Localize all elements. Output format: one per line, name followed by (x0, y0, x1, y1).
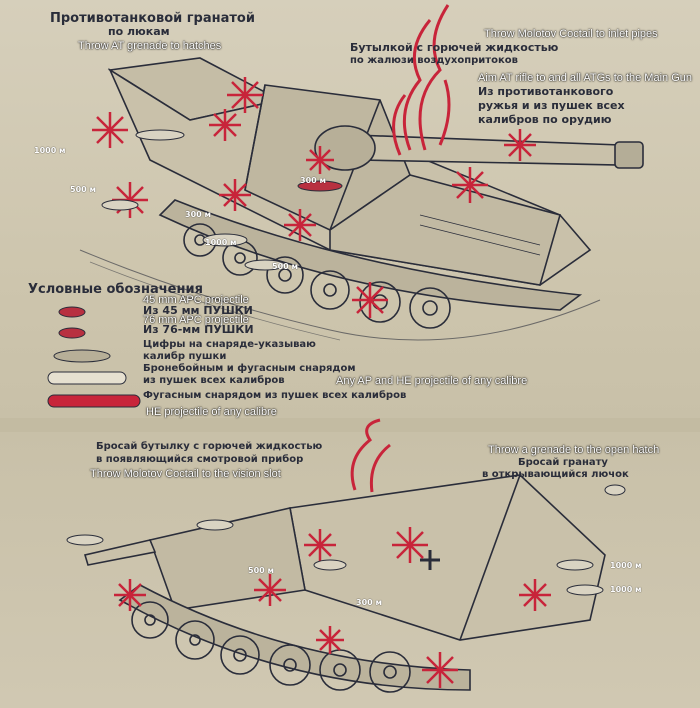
top-impact-bursts (92, 77, 536, 318)
range-label: 1000 м (34, 146, 66, 155)
legend-item-calibre-line2: калибр пушки (143, 351, 227, 362)
panel-divider (0, 418, 700, 432)
range-label: 300 м (185, 210, 212, 219)
range-label: 500 м (70, 185, 97, 194)
ru-vision-line2: в появляющийся смотровой прибор (96, 454, 304, 465)
range-label: 1000 м (610, 561, 642, 570)
legend-en-45mm: 45 mm APC projectile (143, 294, 249, 306)
legend-title: Условные обозначения (28, 282, 203, 297)
legend-item-aphe-line1: Бронебойным и фугасным снарядом (143, 363, 356, 374)
en-gun-caption: Aim AT rifle to and all ATGs to the Main… (478, 72, 692, 84)
ru-inlets-line2: по жалюзи воздухопритоков (350, 55, 518, 66)
range-label: 500 м (248, 566, 275, 575)
ru-gun-line1: Из противотанкового (478, 85, 614, 98)
ru-inlets-line1: Бутылкой с горючей жидкостью (350, 41, 559, 54)
range-label: 500 м (272, 262, 299, 271)
en-hatch-caption: Throw a grenade to the open hatch (488, 444, 660, 456)
range-label: 300 м (356, 598, 383, 607)
bottom-projectiles (66, 484, 626, 596)
ru-hatch-line1: Бросай гранату (518, 457, 608, 468)
en-vision-caption: Throw Molotov Coctail to the vision slot (90, 468, 281, 480)
en-inlets-caption: Throw Molotov Coctail to inlet pipes (484, 28, 658, 40)
ru-hatches-line2: по люкам (108, 25, 170, 38)
legend-en-he: HE projectile of any calibre (146, 406, 277, 418)
ru-gun-line3: калибров по орудию (478, 113, 612, 126)
legend-icons (47, 306, 141, 408)
legend-item-aphe-line2: из пушек всех калибров (143, 375, 285, 386)
range-label: 1000 м (610, 585, 642, 594)
top-projectiles (101, 129, 343, 271)
top-fire-plume (392, 4, 451, 156)
legend-item-45mm: Из 45 мм ПУШКИ (143, 304, 253, 317)
ru-gun-line2: ружья и из пушек всех (478, 99, 625, 112)
ru-hatches-line1: Противотанковой гранатой (50, 11, 255, 26)
range-label: 1000 м (205, 238, 237, 247)
legend-item-calibre-line1: Цифры на снаряде-указываю (143, 339, 316, 350)
legend-en-aphe: Any AP and HE projectile of any calibre (336, 375, 528, 387)
ru-vision-line1: Бросай бутылку с горючей жидкостью (96, 441, 323, 452)
range-label: 300 м (300, 176, 327, 185)
ru-hatch-line2: в открывающийся лючок (482, 469, 629, 480)
bottom-tank-drawing (83, 474, 606, 693)
en-hatches-caption: Throw AT grenade to hatches (78, 40, 222, 52)
legend-en-76mm: 76 mm APC projectile (143, 314, 249, 326)
legend-item-he: Фугасным снарядом из пушек всех калибров (143, 390, 407, 401)
legend-item-76mm: Из 76-мм ПУШКИ (143, 323, 254, 336)
bottom-impact-bursts (114, 527, 551, 688)
bottom-fire-plume (350, 418, 391, 493)
